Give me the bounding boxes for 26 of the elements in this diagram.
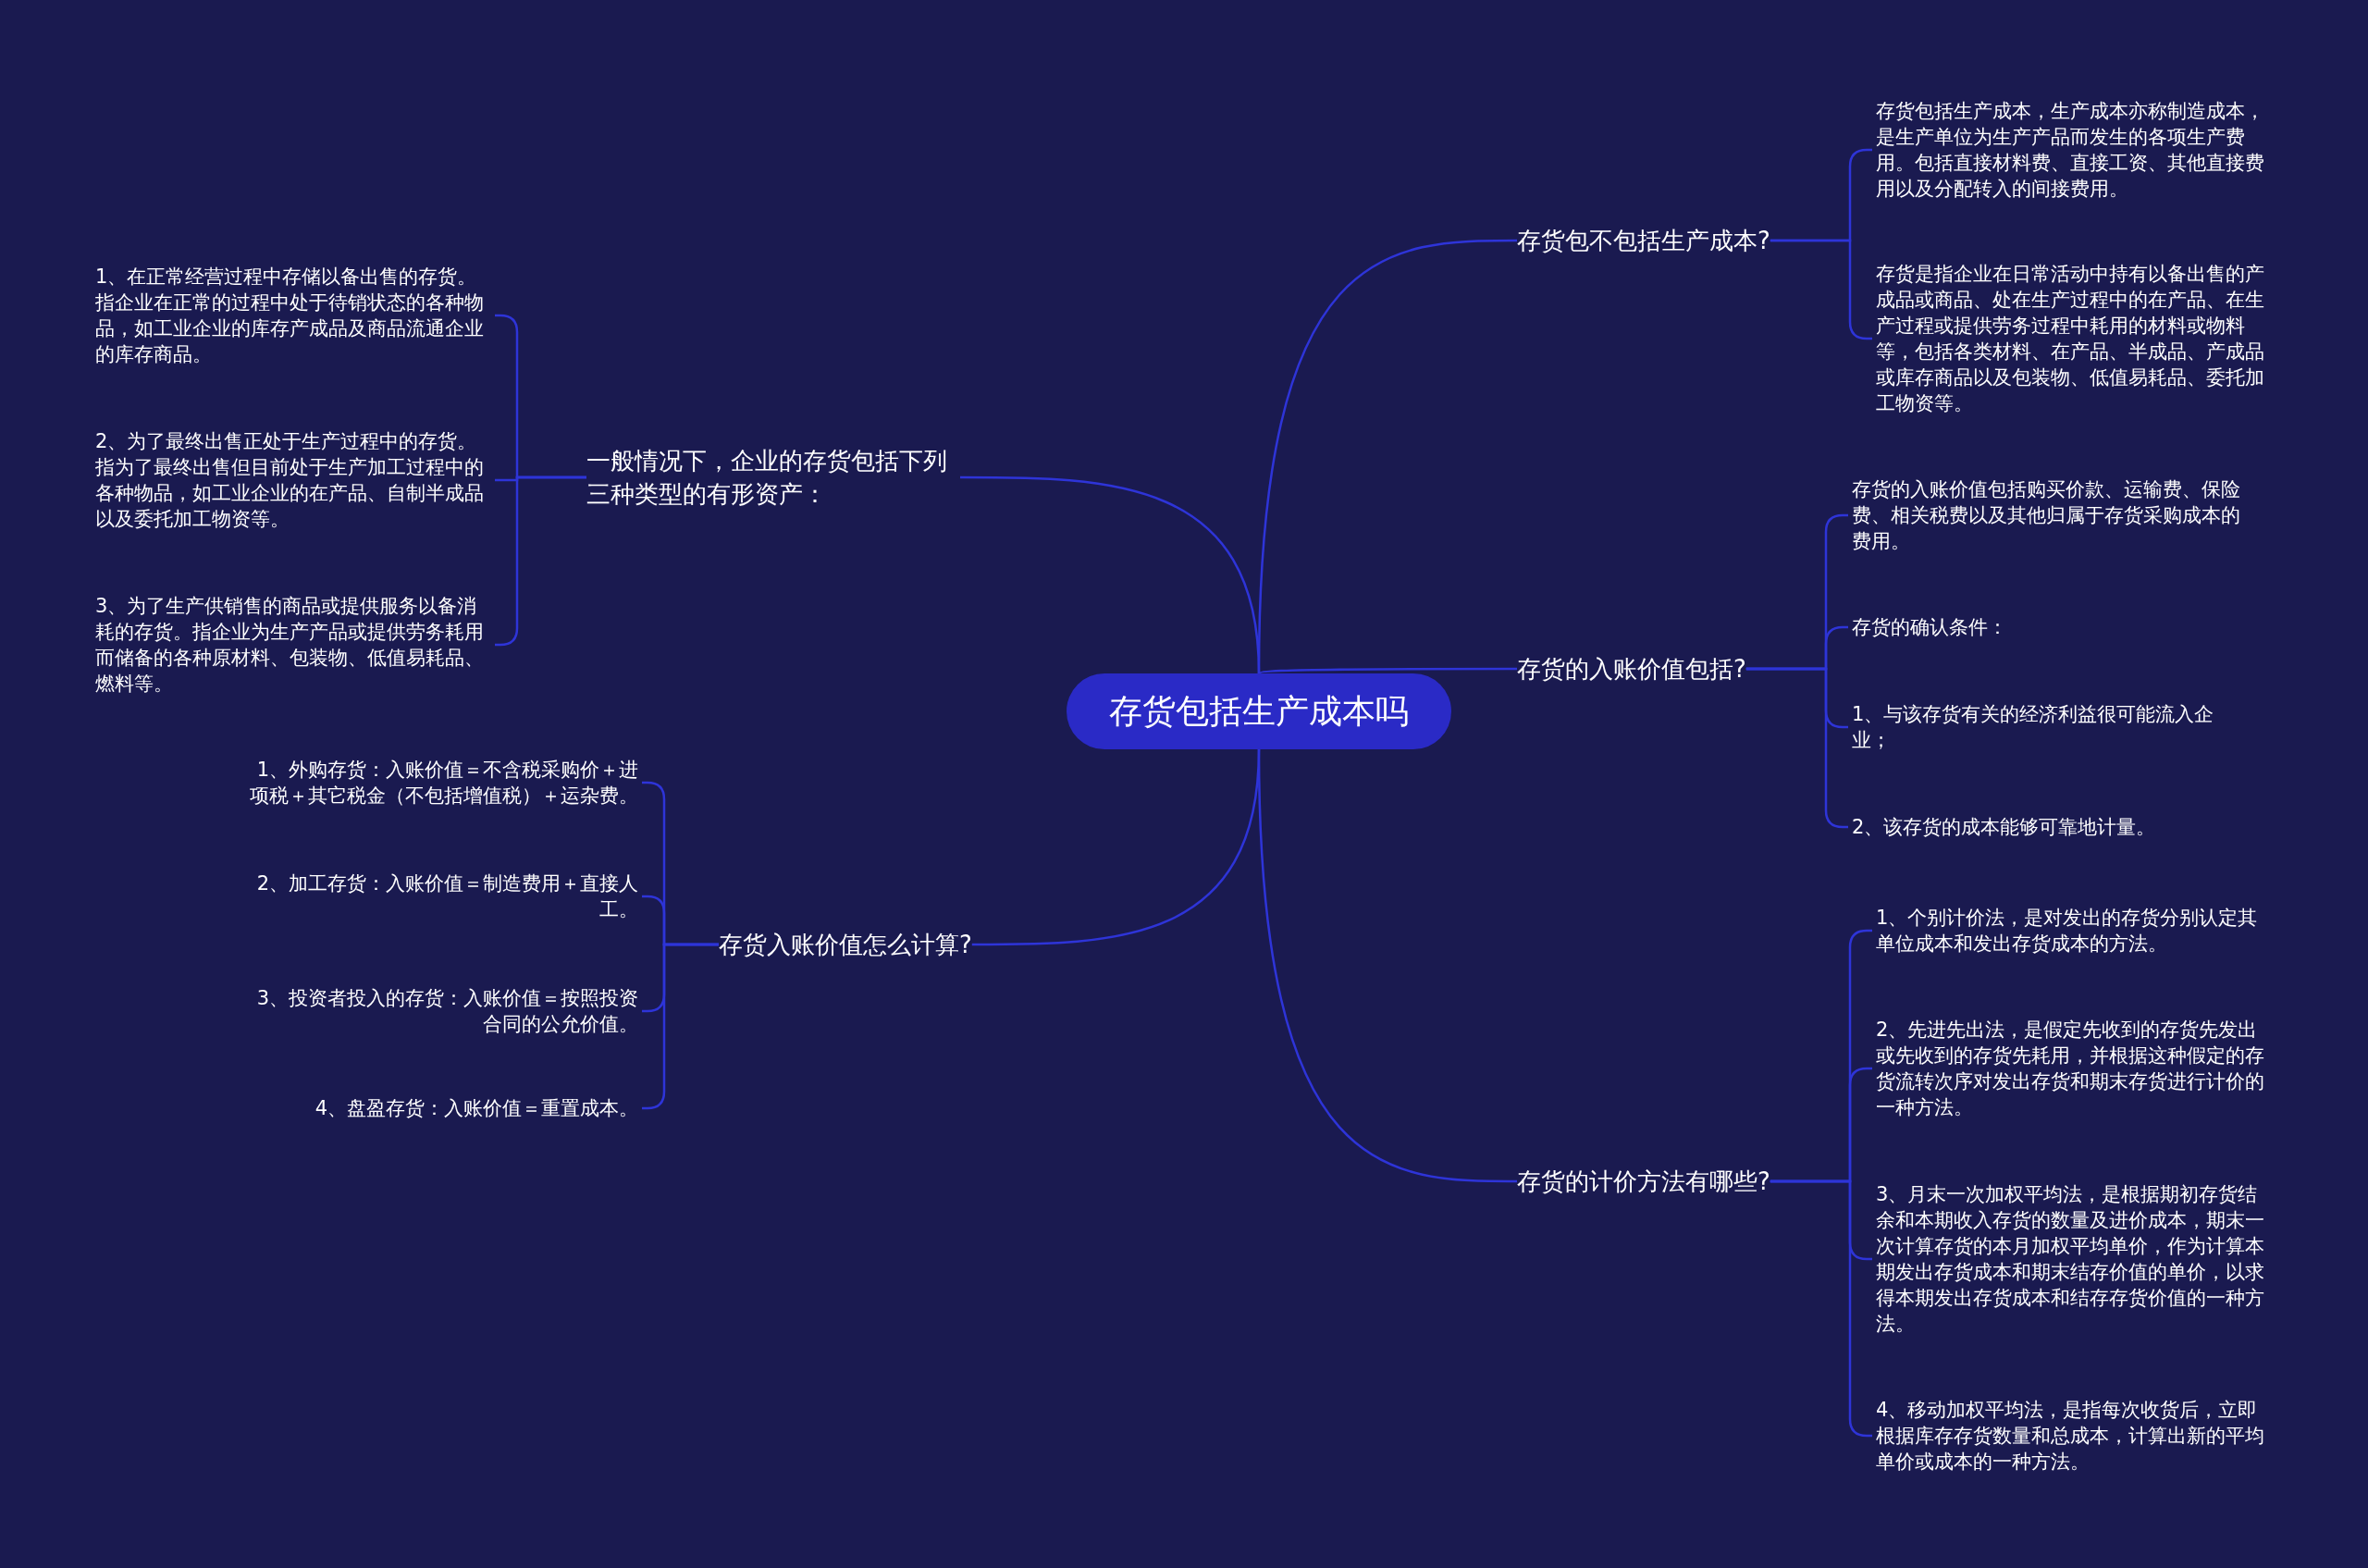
branch-topic: 存货的计价方法有哪些?: [1517, 1165, 1770, 1198]
topic-text: 1、个别计价法，是对发出的存货分别认定其单位成本和发出存货成本的方法。: [1876, 905, 2272, 957]
topic-text: 3、月末一次加权平均法，是根据期初存货结余和本期收入存货的数量及进价成本，期末一次计算存货的本月加权平均单价，作为计算本期发出存货成本和期末结存价值的单价，以求得本期发出存货成本和结存存货价值的一种方法。: [1876, 1181, 2272, 1337]
connector-line: [1258, 667, 1517, 675]
branch-topic: 存货包不包括生产成本?: [1517, 224, 1770, 257]
topic-text: 存货是指企业在日常活动中持有以备出售的产成品或商品、处在生产过程中的在产品、在生产过程或提供劳务过程中耗用的材料或物料等，包括各类材料、在产品、半成品、产成品或库存商品以及包装物、低值易耗品、委托加工物资等。: [1876, 261, 2272, 416]
topic-text: 4、盘盈存货：入账价值＝重置成本。: [242, 1095, 638, 1121]
topic-text: 2、该存货的成本能够可靠地计量。: [1852, 814, 2248, 840]
connector-line: [971, 748, 1261, 946]
topic-text: 存货包括生产成本，生产成本亦称制造成本，是生产单位为生产产品而发生的各项生产费用。包括直接材料费、直接工资、其他直接费用以及分配转入的间接费用。: [1876, 98, 2272, 202]
topic-text: 1、外购存货：入账价值＝不含税采购价＋进项税＋其它税金（不包括增值税）＋运杂费。: [242, 757, 638, 809]
topic-text: 2、先进先出法，是假定先收到的存货先发出或先收到的存货先耗用，并根据这种假定的存货流转次序对发出存货和期末存货进行计价的一种方法。: [1876, 1017, 2272, 1120]
central-topic: 存货包括生产成本吗: [1067, 673, 1451, 749]
branch-topic: 存货入账价值怎么计算?: [719, 928, 972, 961]
branch-topic: 存货的入账价值包括?: [1517, 652, 1746, 685]
connector-line: [960, 475, 1261, 674]
topic-text: 1、在正常经营过程中存储以备出售的存货。指企业在正常的过程中处于待销状态的各种物品，如工业企业的库存产成品及商品流通企业的库存商品。: [95, 264, 491, 367]
topic-text: 存货的确认条件：: [1852, 614, 2248, 640]
branch-topic: 一般情况下，企业的存货包括下列三种类型的有形资产：: [586, 444, 960, 511]
topic-text: 1、与该存货有关的经济利益很可能流入企业；: [1852, 701, 2248, 753]
topic-text: 存货的入账价值包括购买价款、运输费、保险费、相关税费以及其他归属于存货采购成本的费用。: [1852, 476, 2248, 554]
topic-text: 4、移动加权平均法，是指每次收货后，立即根据库存存货数量和总成本，计算出新的平均单价或成本的一种方法。: [1876, 1397, 2272, 1475]
topic-text: 3、投资者投入的存货：入账价值＝按照投资合同的公允价值。: [242, 985, 638, 1037]
topic-text: 2、为了最终出售正处于生产过程中的存货。指为了最终出售但目前处于生产加工过程中的各种物品，如工业企业的在产品、自制半成品以及委托加工物资等。: [95, 428, 491, 532]
topic-text: 3、为了生产供销售的商品或提供服务以备消耗的存货。指企业为生产产品或提供劳务耗用而储备的各种原材料、包装物、低值易耗品、燃料等。: [95, 593, 491, 697]
topic-text: 2、加工存货：入账价值＝制造费用＋直接人工。: [242, 870, 638, 922]
